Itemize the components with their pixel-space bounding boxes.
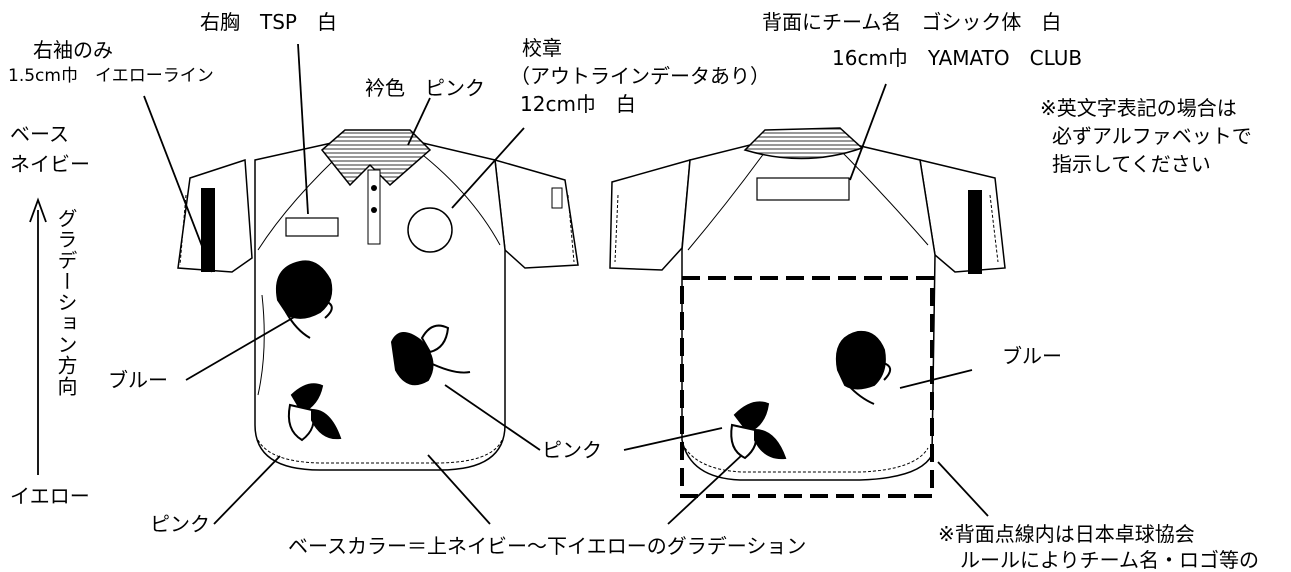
blue-front-label: ブルー xyxy=(108,368,168,392)
front-leaf-pink-left xyxy=(287,383,342,442)
gradient-arrow xyxy=(29,197,47,475)
back-dotted-note-2: ルールによりチーム名・ロゴ等の xyxy=(960,548,1259,572)
gradient-direction-label: グラデーション方向 xyxy=(54,208,78,397)
base-top-label: ベース xyxy=(10,122,69,146)
alphabet-note-1: ※英文字表記の場合は xyxy=(1040,96,1237,120)
alphabet-note-2: 必ずアルファベットで xyxy=(1052,124,1252,148)
front-leaf-pink-center xyxy=(390,324,471,386)
front-emblem-circle xyxy=(407,207,453,253)
base-top-color: ネイビー xyxy=(10,152,90,176)
back-leaf-pink xyxy=(730,401,787,460)
back-dotted-note-1: ※背面点線内は日本卓球協会 xyxy=(938,522,1195,546)
collar-color-label: 衿色 ピンク xyxy=(365,76,485,100)
front-leaf-blue xyxy=(276,260,333,339)
right-chest-label: 右胸 TSP 白 xyxy=(200,10,337,34)
emblem-title: 校章 xyxy=(522,36,562,60)
emblem-note: （アウトラインデータあり） xyxy=(510,64,770,88)
back-team-name-box xyxy=(756,177,850,201)
front-shirt xyxy=(177,129,579,471)
base-color-note: ベースカラー＝上ネイビー～下イエローのグラデーション xyxy=(288,534,807,558)
front-right-sleeve xyxy=(494,158,579,269)
blue-back-label: ブルー xyxy=(1002,344,1062,368)
pink-front-center-label: ピンク xyxy=(542,438,602,462)
back-collar xyxy=(743,127,864,160)
alphabet-note-3: 指示してください xyxy=(1052,152,1211,176)
emblem-spec: 12cm巾 白 xyxy=(520,92,636,116)
back-shirt xyxy=(609,127,1006,481)
back-team-title: 背面にチーム名 ゴシック体 白 xyxy=(762,10,1062,34)
right-sleeve-title: 右袖のみ xyxy=(33,38,113,62)
pink-front-left-label: ピンク xyxy=(150,512,210,536)
leader-lines xyxy=(143,43,989,525)
back-leaf-blue xyxy=(836,330,891,405)
back-team-spec: 16cm巾 YAMATO CLUB xyxy=(832,46,1083,70)
base-bottom-label: イエロー xyxy=(10,484,90,508)
back-left-sleeve xyxy=(609,158,691,271)
front-chest-logo-box xyxy=(285,217,339,237)
right-sleeve-spec: 1.5cm巾 イエローライン xyxy=(8,66,214,86)
